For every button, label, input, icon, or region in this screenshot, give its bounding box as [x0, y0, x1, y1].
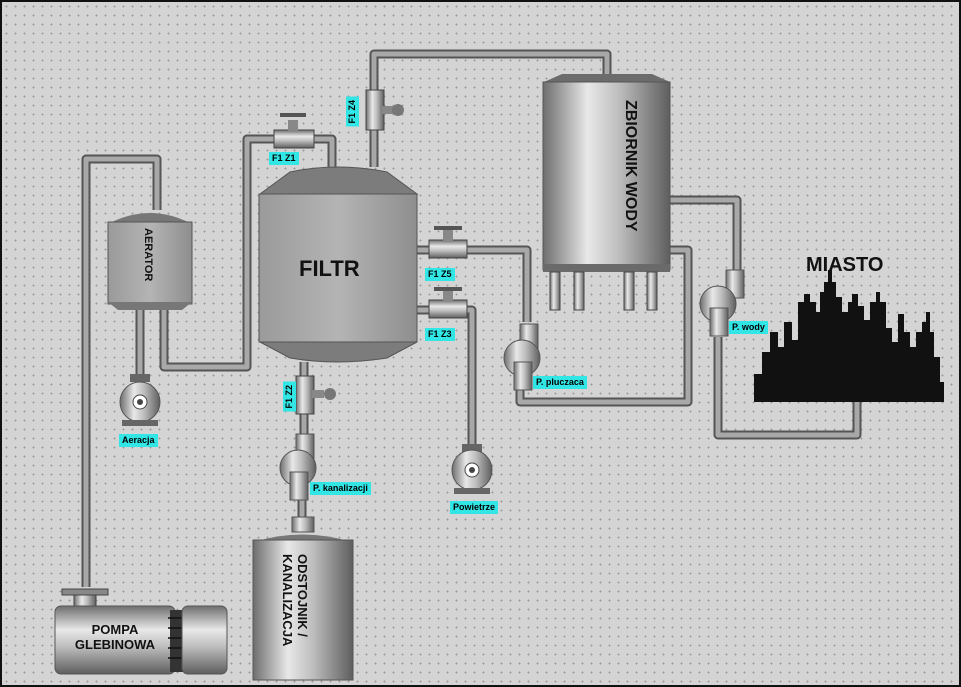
pump-flushing-body[interactable]	[503, 323, 541, 391]
pump-sewage-body[interactable]	[279, 433, 317, 501]
water-tank-label: ZBIORNIK WODY	[622, 100, 639, 232]
aerator-label: AERATOR	[142, 228, 154, 282]
settler-tank[interactable]	[252, 516, 354, 681]
pump-water-body[interactable]	[699, 269, 745, 337]
filter-label: FILTR	[299, 256, 360, 281]
valve-f1z4-label[interactable]: F1 Z4	[346, 97, 359, 127]
pump-flushing-label[interactable]: P. pluczaca	[533, 376, 587, 389]
valve-f1z2-label[interactable]: F1 Z2	[283, 382, 296, 412]
water-tank[interactable]	[542, 74, 671, 311]
deep-pump-label: POMPA GLEBINOWA	[74, 622, 156, 652]
pump-air-body[interactable]	[451, 444, 493, 494]
valve-f1z5-label[interactable]: F1 Z5	[425, 268, 455, 281]
pump-water-label[interactable]: P. wody	[729, 321, 768, 334]
settler-label: ODSTOJNIK / KANALIZACJA	[280, 554, 310, 647]
valve-f1z1-body[interactable]	[273, 113, 315, 149]
city-label: MIASTO	[806, 254, 884, 276]
valve-f1z5-body[interactable]	[428, 226, 468, 259]
valve-f1z4-body[interactable]	[365, 89, 404, 131]
aerator-tank[interactable]	[107, 213, 193, 310]
valve-f1z3-label[interactable]: F1 Z3	[425, 328, 455, 341]
pump-air-label[interactable]: Powietrze	[450, 501, 499, 514]
pump-sewage-label[interactable]: P. kanalizacji	[310, 482, 371, 495]
pump-aeration-label[interactable]: Aeracja	[119, 434, 158, 447]
filter-tank[interactable]	[258, 166, 419, 363]
deep-pump[interactable]	[54, 588, 228, 675]
city-skyline	[754, 270, 944, 402]
valve-f1z1-label[interactable]: F1 Z1	[269, 152, 299, 165]
valve-f1z2-body[interactable]	[295, 375, 336, 415]
valve-f1z3-body[interactable]	[428, 287, 468, 319]
pump-aeration-body[interactable]	[119, 374, 161, 426]
